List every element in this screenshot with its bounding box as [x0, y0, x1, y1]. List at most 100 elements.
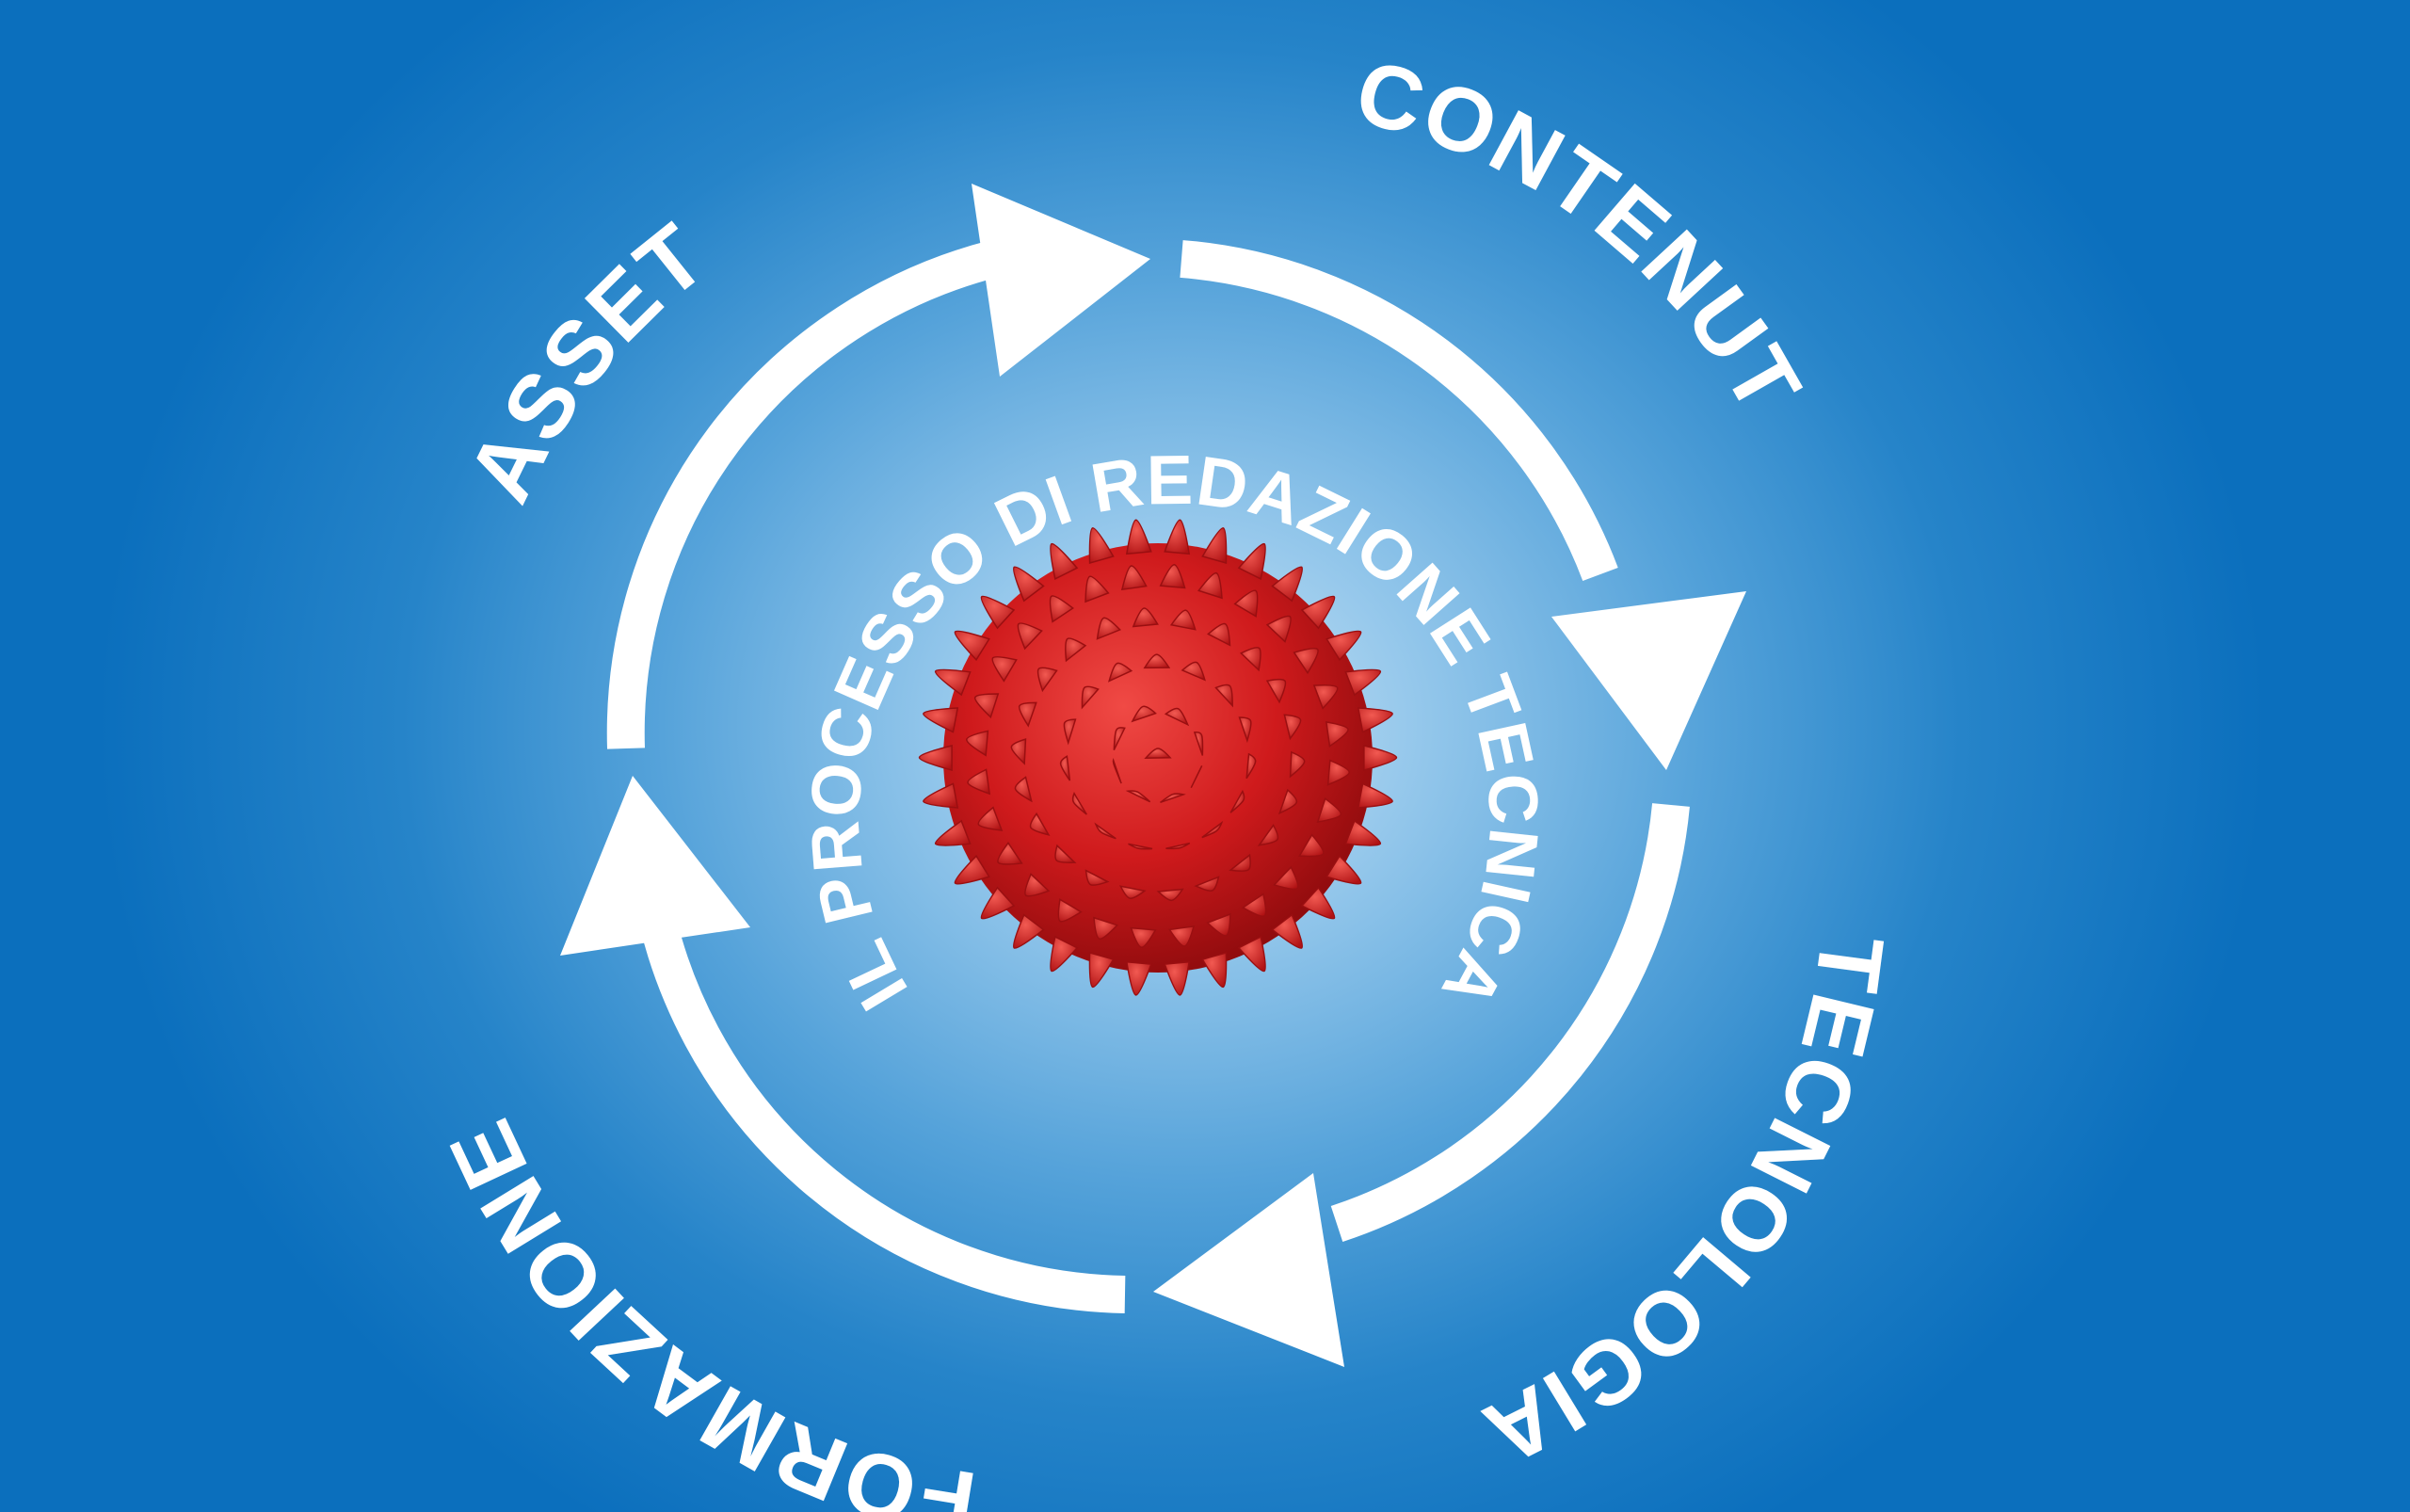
ball-spike	[1063, 718, 1077, 746]
ball-spike	[1316, 797, 1342, 823]
ball-spike	[1029, 812, 1051, 836]
ball-spike	[1289, 750, 1306, 779]
ball-spike	[1207, 622, 1231, 647]
stage-label-tecnologia: TECNOLOGIA	[1468, 929, 1903, 1486]
stage-label-formazione: FORMAZIONE	[429, 1104, 982, 1512]
ball-spike	[1065, 637, 1087, 663]
ball-spike	[1012, 566, 1045, 603]
ball-spike	[1344, 819, 1382, 846]
ball-spike	[1237, 542, 1266, 580]
cycle-arrows	[606, 240, 1690, 1313]
ball-spike	[1165, 842, 1191, 850]
ball-spike	[1059, 755, 1071, 781]
ball-spike	[1233, 589, 1259, 618]
ball-spike	[1164, 519, 1191, 555]
ball-spike	[1128, 843, 1153, 850]
ball-spike	[1257, 824, 1279, 846]
ball-spike	[1293, 648, 1319, 675]
ball-spike	[1036, 667, 1058, 693]
ball-spike	[923, 707, 959, 733]
arrow-top-right-arc	[1180, 240, 1618, 582]
ball-spike	[1017, 622, 1043, 651]
arrowhead-top-icon	[972, 184, 1150, 377]
ball-spike	[991, 655, 1018, 683]
ball-spike	[1125, 960, 1152, 996]
ball-spike	[954, 854, 990, 885]
ball-spike	[1363, 745, 1398, 771]
ball-spike	[1113, 727, 1126, 750]
ball-spike	[1357, 707, 1393, 733]
ball-spike	[1229, 789, 1245, 813]
ball-spike	[1131, 705, 1157, 723]
ball-spike	[1273, 865, 1299, 890]
ball-spike	[1084, 575, 1110, 603]
ball-spike	[1271, 913, 1304, 949]
arrow-bottom-left-arc	[631, 877, 1126, 1313]
ball-spike	[1312, 684, 1339, 710]
ball-spike	[980, 886, 1016, 920]
ball-spike	[1081, 685, 1100, 710]
ball-spike	[1057, 898, 1083, 923]
ball-spike	[1265, 615, 1292, 643]
ball-spike	[1326, 759, 1350, 786]
ball-spike	[1096, 617, 1122, 640]
ball-spike	[1049, 595, 1074, 623]
ball-spike	[966, 730, 989, 757]
ball-spike	[1143, 653, 1171, 669]
ball-spike	[1201, 820, 1224, 839]
arrowhead-right-icon	[1551, 591, 1746, 770]
arrowhead-bottom-icon	[1153, 1173, 1344, 1367]
ball-spike	[980, 595, 1016, 630]
ball-spike	[1300, 595, 1336, 630]
ball-spike	[1325, 720, 1349, 748]
ball-spike	[1197, 571, 1223, 600]
ball-spike	[1156, 888, 1184, 902]
ball-spike	[1169, 609, 1197, 631]
ball-spike	[1160, 793, 1186, 804]
ball-spike	[1181, 661, 1206, 682]
ball-spike	[1194, 876, 1220, 892]
ball-spike	[1024, 873, 1051, 897]
ball-spike	[1300, 886, 1336, 920]
ball-spike	[1283, 714, 1302, 741]
ball-spike	[1054, 844, 1077, 863]
ball-spike	[1112, 758, 1122, 784]
stage-label-contenuti: CONTENUTI	[0, 0, 1821, 430]
ball-spike	[1094, 822, 1117, 840]
ball-spike	[1144, 748, 1172, 760]
ball-spike	[1265, 678, 1287, 704]
ball-spike	[1326, 630, 1362, 662]
ball-spike	[1239, 647, 1261, 672]
ball-spike	[1125, 519, 1152, 555]
ball-spike	[1237, 936, 1266, 973]
ball-spike	[923, 782, 959, 809]
ball-spike	[1344, 668, 1382, 697]
arrow-bottom-right-arc	[1330, 803, 1690, 1242]
ball-spike	[1159, 563, 1186, 589]
arrowhead-left-icon	[560, 776, 750, 956]
ball-spike	[1271, 566, 1304, 603]
ball-spike	[1108, 662, 1133, 683]
arrowheads	[560, 184, 1746, 1367]
ball-spike	[934, 819, 972, 846]
ball-spike	[1118, 885, 1147, 900]
ball-spike	[1190, 765, 1203, 789]
arrow-top-left-arc	[606, 240, 999, 749]
ball-spike	[1088, 951, 1115, 989]
ball-spike	[973, 693, 1000, 719]
ball-spike	[1241, 893, 1267, 917]
ball-spike	[1245, 752, 1257, 780]
ball-spike	[1193, 732, 1204, 756]
ball-spike	[934, 668, 972, 697]
ball-spike	[1050, 936, 1079, 973]
ball-spike	[1214, 684, 1233, 708]
ball-spike	[967, 768, 991, 796]
ball-spike	[1201, 951, 1228, 989]
ball-spike	[1298, 833, 1325, 858]
ball-spike	[1071, 792, 1087, 815]
ball-spike	[1014, 776, 1033, 803]
spiky-ball-icon	[918, 519, 1398, 996]
ball-spike	[1238, 716, 1252, 744]
